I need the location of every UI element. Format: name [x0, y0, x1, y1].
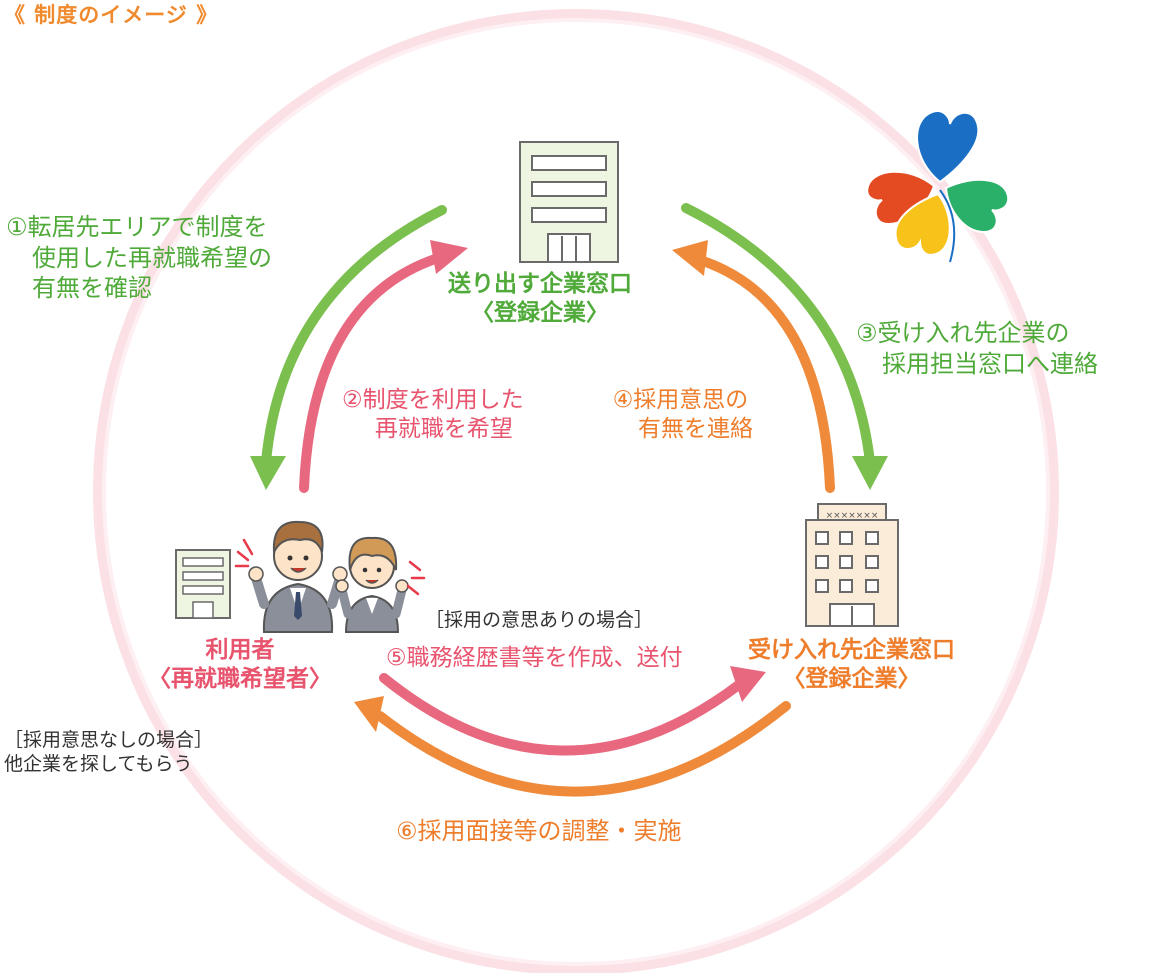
step4-line2: 有無を連絡 — [638, 416, 753, 443]
arrow-step1 — [250, 205, 447, 490]
people-cheering-icon — [234, 520, 426, 633]
step5-label: ⑤職務経歴書等を作成、送付 — [386, 645, 683, 671]
cycle-ring-inner — [102, 18, 1050, 966]
arrow-step5 — [379, 666, 766, 756]
sender-node-label: 送り出す企業窓口 〈登録企業〉 — [448, 270, 632, 329]
step5-condition: ［採用の意思ありの場合］ — [425, 609, 654, 631]
user-sub: 〈再就職希望者〉 — [148, 666, 332, 693]
step2-label: ②制度を利用した 再就職を希望 — [342, 386, 524, 445]
arrow-step2 — [299, 240, 468, 493]
step1-line1: ①転居先エリアで制度を — [6, 213, 268, 241]
step3-line1: ③受け入れ先企業の — [856, 319, 1070, 347]
woman-figure — [335, 536, 426, 633]
receiver-name: 受け入れ先企業窓口 — [748, 637, 955, 663]
man-figure — [234, 520, 348, 633]
no-hire-note: ［採用意思なしの場合］ 他企業を探してもらう — [4, 728, 213, 777]
user-building-icon — [175, 549, 231, 619]
step1-line3: 有無を確認 — [32, 274, 152, 303]
arrow-step3 — [681, 203, 888, 490]
clover-logo-icon — [866, 110, 1010, 263]
step1-line2: 使用した再就職希望の — [32, 243, 272, 272]
receiver-node-label: 受け入れ先企業窓口 〈登録企業〉 — [748, 636, 955, 695]
step4-line1: ④採用意思の — [612, 387, 749, 413]
receiver-rooftop-sign: ××××××× — [826, 511, 879, 521]
sender-sub: 〈登録企業〉 — [471, 300, 609, 327]
step1-label: ①転居先エリアで制度を 使用した再就職希望の 有無を確認 — [6, 212, 272, 304]
sender-name: 送り出す企業窓口 — [448, 271, 632, 297]
user-name: 利用者 — [205, 637, 275, 663]
page-title: 《 制度のイメージ 》 — [4, 3, 219, 27]
receiver-sub: 〈登録企業〉 — [782, 666, 921, 693]
cycle-ring — [93, 9, 1059, 973]
step3-line2: 採用担当窓口へ連絡 — [882, 349, 1098, 378]
arrow-step6 — [354, 696, 791, 797]
receiver-building-icon: ××××××× — [805, 503, 899, 627]
arrow-step4 — [672, 240, 835, 493]
user-node-label: 利用者 〈再就職希望者〉 — [148, 636, 332, 695]
step3-label: ③受け入れ先企業の 採用担当窓口へ連絡 — [856, 318, 1098, 379]
no-hire-note-line2: 他企業を探してもらう — [4, 753, 193, 776]
step2-line1: ②制度を利用した — [342, 387, 524, 413]
step4-label: ④採用意思の 有無を連絡 — [608, 386, 753, 445]
sender-building-icon — [519, 141, 619, 263]
no-hire-note-line1: ［採用意思なしの場合］ — [4, 729, 214, 751]
step6-label: ⑥採用面接等の調整・実施 — [396, 817, 682, 845]
step2-line2: 再就職を希望 — [374, 416, 513, 443]
